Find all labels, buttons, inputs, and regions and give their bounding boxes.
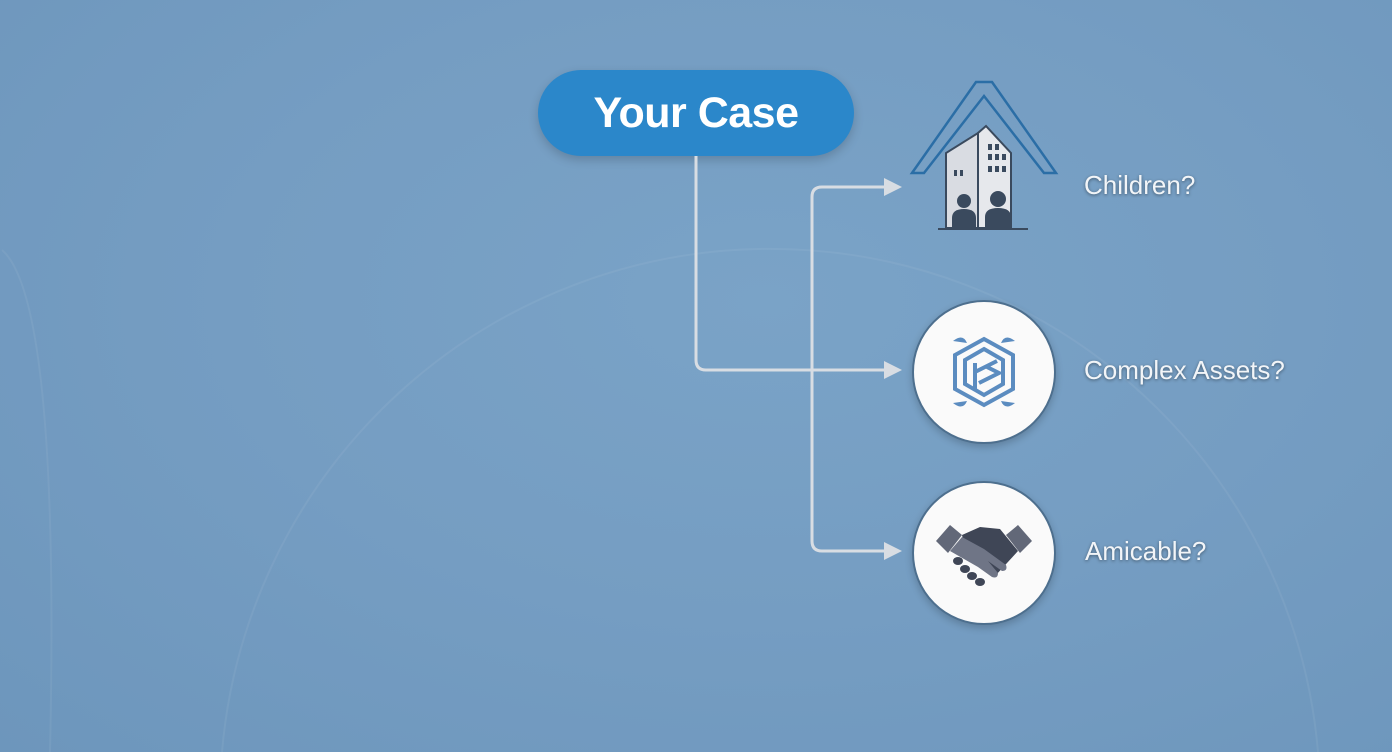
branch-label-amicable: Amicable? (1085, 536, 1207, 566)
complex-assets-node (912, 300, 1056, 444)
root-node-your-case: Your Case (538, 70, 854, 156)
root-label: Your Case (593, 88, 800, 137)
handshake-icon (936, 525, 1032, 586)
connector-to-children-amicable (810, 185, 888, 553)
branch-label-complex-assets: Complex Assets? (1084, 355, 1285, 385)
arrow-head (884, 542, 902, 560)
assets-hexagon-icon (953, 336, 1015, 408)
amicable-node (912, 481, 1056, 625)
branch-label-children: Children? (1084, 170, 1196, 200)
house-family-icon (909, 80, 1059, 230)
arrow-head (884, 178, 902, 196)
arrow-head (884, 361, 902, 379)
connector-to-complex-assets (694, 156, 888, 372)
